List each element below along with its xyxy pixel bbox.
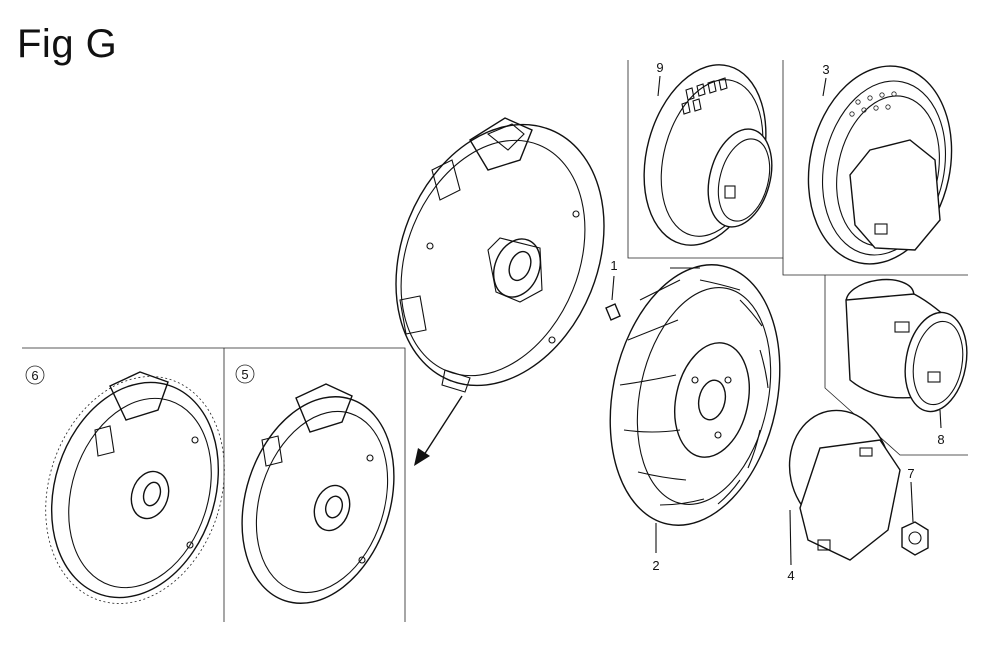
cooling-fan-2 [609, 264, 781, 526]
panel-3-frame [782, 258, 968, 276]
cooling-fan-cover-9 [643, 64, 773, 246]
callout-2: 2 [652, 558, 659, 573]
callout-7: 7 [907, 466, 914, 481]
leader-lines [655, 75, 942, 566]
figure-title: Fig G [17, 22, 118, 66]
callout-5: 5 [241, 367, 248, 382]
cooling-fan-cover-3 [807, 65, 953, 265]
callout-1: 1 [610, 258, 617, 273]
flywheel-variant-5 [241, 383, 395, 604]
callout-6: 6 [31, 368, 38, 383]
callout-9: 9 [656, 60, 663, 75]
woodruff-key-1 [605, 275, 621, 321]
spacer-ring-4 [788, 409, 901, 561]
flywheel-ring-gear [45, 371, 225, 604]
flange-nut-7 [901, 481, 929, 556]
pointer-arrow [414, 395, 463, 466]
callout-8: 8 [937, 432, 944, 447]
callout-3: 3 [822, 62, 829, 77]
panel-5-frame [22, 347, 406, 622]
callout-5-circle [235, 364, 255, 384]
panel-frames [22, 60, 968, 622]
callout-4: 4 [787, 568, 794, 583]
panel-9-frame [627, 60, 784, 259]
fan-ring-8 [845, 278, 968, 413]
flywheel-main [395, 117, 605, 393]
callout-6-circle [25, 365, 45, 385]
